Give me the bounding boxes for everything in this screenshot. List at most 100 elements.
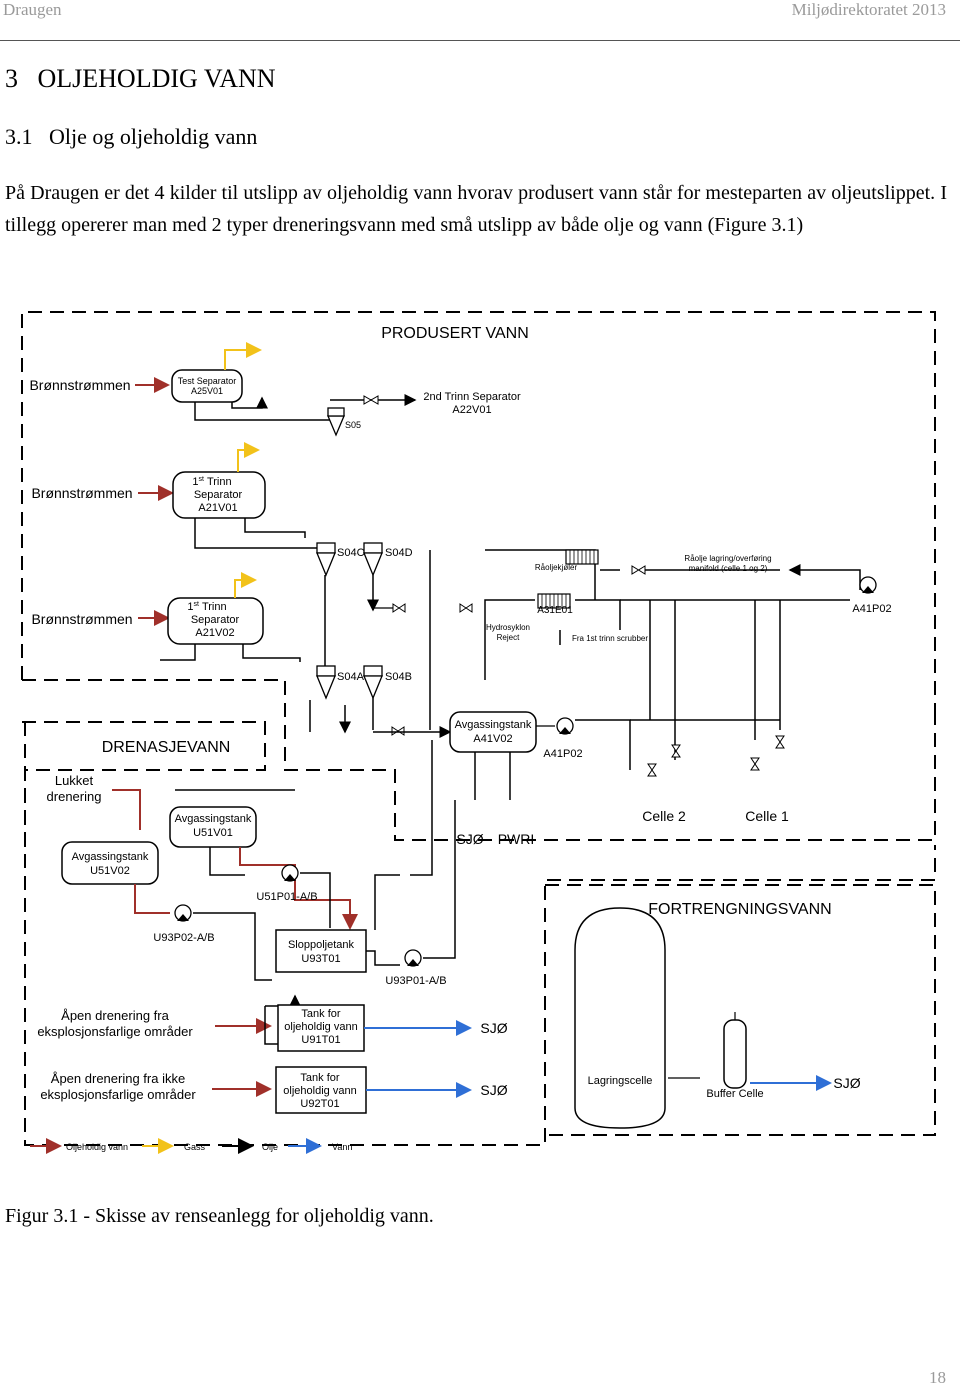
manifold-label-2: manifold (celle 1 og 2) bbox=[689, 564, 768, 573]
a41v02-label-1: Avgassingstank bbox=[455, 719, 532, 731]
celle1-label: Celle 1 bbox=[745, 808, 789, 824]
s04d-separator: S04D bbox=[363, 542, 413, 577]
s05-label: S05 bbox=[345, 420, 361, 430]
s04c-label: S04C bbox=[337, 547, 365, 559]
produsert-boundary bbox=[21, 311, 936, 841]
a31e01-label: A31E01 bbox=[537, 605, 573, 616]
sloppoljetank: Sloppoljetank U93T01 bbox=[275, 929, 367, 973]
page-number: 18 bbox=[929, 1368, 946, 1387]
fortreng-boundary bbox=[545, 884, 936, 1136]
buffer-celle-tank: Buffer Celle bbox=[706, 1012, 764, 1100]
a41p02-mid-pump: A41P02 bbox=[543, 717, 583, 760]
u51v02-label-2: U51V02 bbox=[90, 865, 130, 877]
sep2-label-1: 2nd Trinn Separator bbox=[423, 391, 521, 403]
u51p01-label: U51P01-A/B bbox=[256, 891, 317, 903]
sjo-label-3: SJØ bbox=[480, 1082, 507, 1098]
legend-label-0: Oljeholdig vann bbox=[66, 1142, 128, 1152]
sepA-line1b: Trinn bbox=[207, 476, 232, 488]
a31e01-cooler: A31E01 bbox=[537, 593, 573, 616]
u93p02-pump: U93P02-A/B bbox=[153, 904, 215, 944]
sepA-line1: 1 bbox=[192, 476, 198, 488]
sjo-label-4: SJØ bbox=[833, 1075, 860, 1091]
valve-4 bbox=[459, 603, 473, 613]
u51v01-label-1: Avgassingstank bbox=[175, 813, 252, 825]
sepA-line2: Separator bbox=[194, 489, 243, 501]
slop-label-2: U93T01 bbox=[301, 953, 340, 965]
lagringscelle-label: Lagringscelle bbox=[588, 1075, 653, 1087]
fortreng-title: FORTRENGNINGSVANN bbox=[648, 901, 831, 918]
tank-u91t01: Tank for oljeholdig vann U91T01 bbox=[277, 1004, 365, 1052]
apen2-label-1: Åpen drenering fra ikke bbox=[51, 1071, 185, 1086]
produsert-title: PRODUSERT VANN bbox=[381, 325, 529, 342]
valve-5 bbox=[391, 726, 405, 736]
section-heading: 3 OLJEHOLDIG VANN bbox=[5, 64, 276, 93]
raoljekjoler-label: Råoljekjøler bbox=[535, 563, 578, 572]
valve-9 bbox=[775, 735, 785, 749]
slop-label-1: Sloppoljetank bbox=[288, 939, 355, 951]
drenasje-boundary bbox=[22, 721, 936, 1146]
u93p01-label: U93P01-A/B bbox=[385, 975, 446, 987]
header-rule bbox=[0, 40, 960, 41]
u51v01-label-2: U51V01 bbox=[193, 827, 233, 839]
manifold-label-1: Råolje lagring/overføring bbox=[684, 554, 771, 563]
tank91-label-3: U91T01 bbox=[301, 1034, 340, 1046]
u93p02-label: U93P02-A/B bbox=[153, 932, 214, 944]
brn-label-3: Brønnstrømmen bbox=[31, 611, 132, 627]
s04a-label: S04A bbox=[337, 671, 365, 683]
a41p02-top-pump: A41P02 bbox=[852, 576, 892, 615]
sepB-sup: st bbox=[194, 601, 200, 608]
valve-7 bbox=[671, 744, 681, 758]
a41p02-top-label: A41P02 bbox=[852, 603, 891, 615]
hydro-label-1: Hydrosyklon bbox=[486, 623, 530, 632]
apen1-label-1: Åpen drenering fra bbox=[61, 1008, 169, 1023]
brn-label-1: Brønnstrømmen bbox=[29, 377, 130, 393]
hydro-label-2: Reject bbox=[497, 633, 520, 642]
sjo-label-2: SJØ bbox=[480, 1020, 507, 1036]
a41p02-mid-label: A41P02 bbox=[543, 748, 582, 760]
avgassingstank-u51v01: Avgassingstank U51V01 bbox=[169, 806, 257, 848]
process-diagram: PRODUSERT VANN DRENASJEVANN FORTRENGNING… bbox=[0, 300, 960, 1160]
u51v02-label-1: Avgassingstank bbox=[72, 851, 149, 863]
buffer-label: Buffer Celle bbox=[706, 1088, 763, 1100]
drenasje-title: DRENASJEVANN bbox=[102, 739, 231, 756]
legend-label-3: Vann bbox=[332, 1142, 352, 1152]
header-left-text: Draugen bbox=[3, 0, 62, 19]
valve-2 bbox=[631, 565, 646, 575]
sepA-sup: st bbox=[199, 476, 205, 483]
avgassingstank-u51v02: Avgassingstank U51V02 bbox=[61, 841, 159, 885]
tank-u92t01: Tank for oljeholdig vann U92T01 bbox=[275, 1066, 367, 1114]
page-header: Draugen Miljødirektoratet 2013 bbox=[0, 0, 960, 42]
lagringscelle-tank: Lagringscelle bbox=[574, 907, 666, 1129]
tank92-label-1: Tank for bbox=[300, 1072, 339, 1084]
test-separator-label-2: A25V01 bbox=[191, 386, 223, 396]
legend: Oljeholdig vann Gass Olje Vann bbox=[30, 1138, 352, 1154]
sepA-line3: A21V01 bbox=[198, 502, 237, 514]
s04a-separator: S04A bbox=[316, 665, 365, 700]
tank91-label-2: oljeholdig vann bbox=[284, 1021, 357, 1033]
s04b-separator: S04B bbox=[363, 665, 412, 700]
a41v02-label-2: A41V02 bbox=[473, 733, 512, 745]
sepB-line1: 1 bbox=[187, 601, 193, 613]
valve-3 bbox=[392, 603, 406, 613]
raoljekjoler: Råoljekjøler bbox=[535, 549, 599, 572]
header-right-text: Miljødirektoratet 2013 bbox=[791, 0, 946, 19]
celle2-label: Celle 2 bbox=[642, 808, 686, 824]
test-separator-label-1: Test Separator bbox=[178, 376, 237, 386]
brn-label-2: Brønnstrømmen bbox=[31, 485, 132, 501]
apen1-label-2: eksplosjonsfarlige områder bbox=[37, 1024, 193, 1039]
u51p01-pump: U51P01-A/B bbox=[256, 864, 318, 903]
sepB-line3: A21V02 bbox=[195, 627, 234, 639]
subsection-heading: 3.1 Olje og oljeholdig vann bbox=[5, 124, 258, 149]
u93p01-pump: U93P01-A/B bbox=[385, 949, 447, 987]
figure-caption: Figur 3.1 - Skisse av renseanlegg for ol… bbox=[5, 1205, 434, 1227]
valve-6 bbox=[647, 763, 657, 777]
tank91-label-1: Tank for bbox=[301, 1008, 340, 1020]
valve-1 bbox=[363, 395, 379, 405]
legend-label-2: Olje bbox=[262, 1142, 278, 1152]
sepB-line1b: Trinn bbox=[202, 601, 227, 613]
legend-label-1: Gass bbox=[184, 1142, 206, 1152]
tank92-label-2: oljeholdig vann bbox=[283, 1085, 356, 1097]
